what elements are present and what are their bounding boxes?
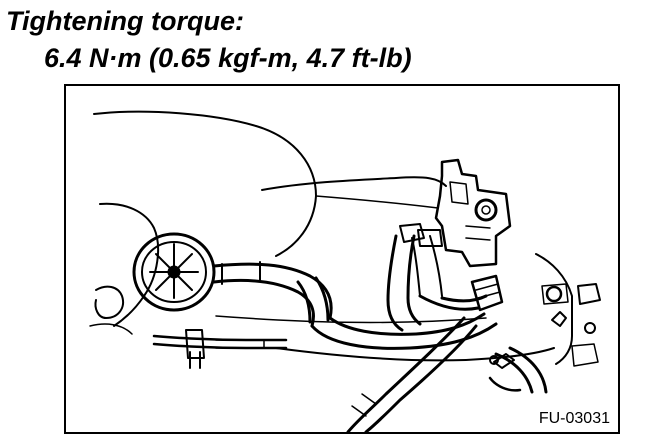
filler-cap [132, 232, 216, 312]
figure-id: FU-03031 [536, 410, 612, 428]
body-outline-left [99, 202, 160, 327]
lower-body-contour [275, 347, 555, 362]
hose-connectors [399, 223, 504, 312]
upper-body-contour [93, 110, 317, 257]
fuel-hose [346, 316, 478, 432]
hose-clamp-left [296, 276, 330, 324]
caption-title: Tightening torque: [6, 6, 244, 36]
body-top-edge [261, 176, 447, 191]
main-hose [212, 261, 498, 350]
brake-pipe [152, 329, 288, 369]
torque-caption: Tightening torque: 6.4 N·m (0.65 kgf-m, … [0, 0, 672, 82]
left-bracket [89, 285, 133, 335]
bottom-hose-clip [488, 355, 522, 392]
torque-value: 6.4 N·m (0.65 kgf-m, 4.7 ft-lb) [44, 43, 412, 73]
body-rear-edge [315, 195, 439, 209]
chassis-line [215, 315, 487, 324]
right-edge-hardware [571, 283, 601, 367]
lower-clip [493, 346, 548, 394]
valve-assembly [434, 158, 512, 268]
line-drawing [89, 110, 601, 432]
engine-hose-illustration: FU-03031 [64, 84, 620, 434]
mounting-bolt [541, 283, 569, 327]
right-bracket [535, 253, 573, 365]
